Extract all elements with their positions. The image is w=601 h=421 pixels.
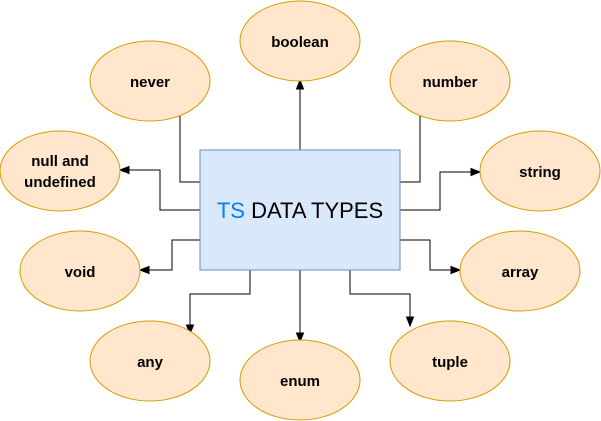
- node-array-label: array: [502, 264, 539, 281]
- node-any: any: [89, 320, 211, 402]
- node-number-ellipse: [389, 40, 511, 122]
- node-boolean: boolean: [239, 0, 361, 82]
- node-string: string: [479, 130, 601, 212]
- node-enum: enum: [239, 339, 361, 421]
- arrowhead-string: [470, 167, 482, 177]
- arrowhead-boolean: [295, 78, 305, 90]
- arrowhead-null-and-undefined: [118, 165, 130, 175]
- center-title-rest: DATA TYPES: [245, 198, 383, 223]
- node-tuple: tuple: [389, 320, 511, 402]
- node-array-ellipse: [459, 230, 581, 312]
- node-void-ellipse: [19, 230, 141, 312]
- arrowhead-any: [185, 324, 195, 336]
- arrowhead-array: [450, 265, 462, 275]
- connector-any: [189, 270, 251, 326]
- connectors: [128, 88, 472, 334]
- node-enum-ellipse: [239, 339, 361, 421]
- node-null-and-undefined: null and undefined: [0, 130, 121, 212]
- connector-array: [400, 239, 452, 271]
- node-void-label: void: [65, 264, 96, 281]
- node-number: number: [389, 40, 511, 122]
- node-null-and-undefined-label-line2: undefined: [24, 174, 96, 191]
- center-title-prefix: TS: [217, 198, 245, 223]
- node-tuple-label: tuple: [432, 354, 468, 371]
- connector-number: [400, 112, 421, 183]
- connector-string: [400, 171, 472, 211]
- node-boolean-label: boolean: [271, 34, 329, 51]
- center-title: TS DATA TYPES: [217, 198, 383, 223]
- arrowhead-void: [138, 265, 150, 275]
- node-tuple-ellipse: [389, 320, 511, 402]
- center-box: [199, 149, 401, 271]
- node-number-label: number: [422, 74, 477, 91]
- arrowhead-tuple: [405, 316, 415, 328]
- node-never: never: [89, 40, 211, 122]
- connector-never: [179, 112, 200, 183]
- node-never-ellipse: [89, 40, 211, 122]
- node-any-label: any: [137, 354, 164, 371]
- center-node: TS DATA TYPES: [199, 149, 401, 271]
- arrowhead-enum: [295, 332, 305, 344]
- node-string-label: string: [519, 164, 561, 181]
- node-string-ellipse: [479, 130, 601, 212]
- node-null-and-undefined-ellipse: [0, 130, 121, 212]
- node-boolean-ellipse: [239, 0, 361, 82]
- node-array: array: [459, 230, 581, 312]
- connector-void: [148, 239, 200, 271]
- node-enum-label: enum: [280, 373, 320, 390]
- node-any-ellipse: [89, 320, 211, 402]
- node-void: void: [19, 230, 141, 312]
- node-null-and-undefined-label: null and: [31, 153, 89, 170]
- connector-tuple: [349, 270, 411, 318]
- connector-null-and-undefined: [128, 169, 200, 211]
- node-never-label: never: [130, 74, 170, 91]
